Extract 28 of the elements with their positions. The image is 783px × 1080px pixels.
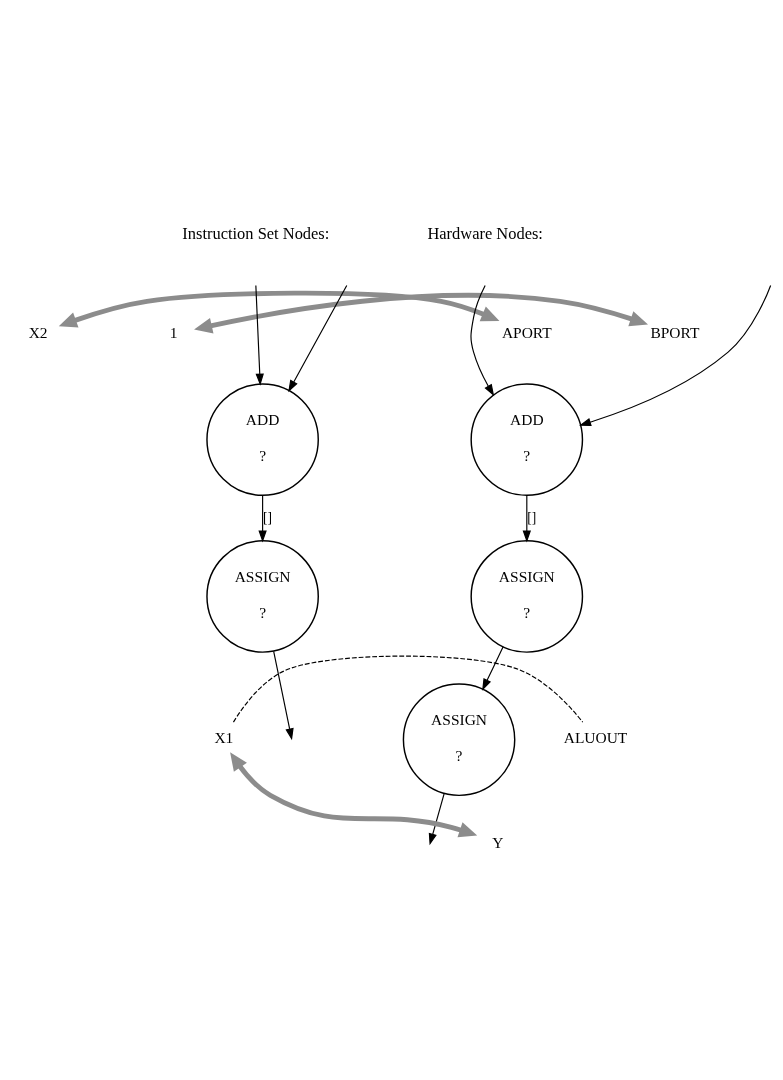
connector [232, 655, 584, 723]
arrow [230, 752, 478, 838]
edge-label: [] [527, 509, 537, 525]
node-text: X1 [214, 729, 234, 747]
arrow [470, 284, 495, 397]
arrow [579, 284, 772, 427]
node-text: X2 [28, 324, 48, 342]
node-circle: ASSIGN ? [402, 683, 516, 797]
arrow [288, 284, 348, 393]
node-circle: ASSIGN ? [470, 540, 584, 653]
arrow [258, 495, 267, 543]
node-text: APORT [501, 324, 552, 342]
node-text: Y [492, 834, 504, 852]
arrow [522, 495, 531, 543]
edge-label: [] [262, 509, 272, 525]
arrow [428, 792, 445, 846]
node-text: BPORT [650, 324, 700, 342]
node-circle: ASSIGN ? [206, 540, 319, 653]
arrow [273, 650, 294, 741]
node-text: 1 [169, 324, 178, 342]
arrow [482, 646, 504, 691]
arrow [194, 292, 649, 334]
node-text: ALUOUT [563, 729, 628, 747]
label: Hardware Nodes: [427, 224, 543, 244]
arrow [58, 290, 500, 328]
arrow [255, 284, 264, 386]
node-circle: ADD ? [206, 383, 319, 497]
label: Instruction Set Nodes: [182, 224, 330, 244]
